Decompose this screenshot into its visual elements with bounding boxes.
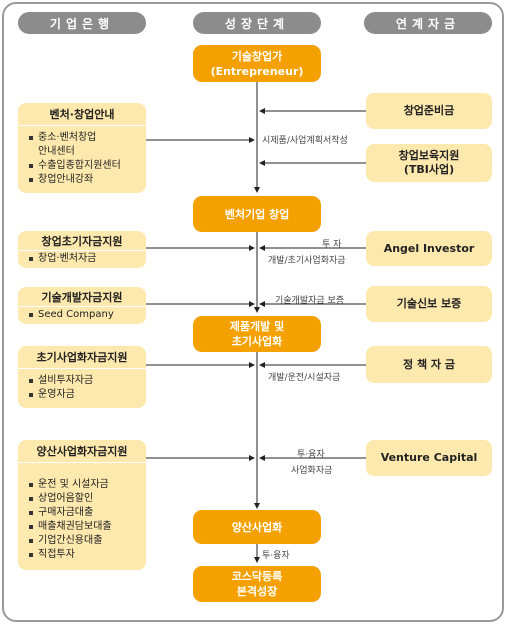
label-dev-early: 개발/초기사업화자금 — [268, 256, 346, 266]
list-item: 창업안내강좌 — [28, 173, 142, 187]
header-bank: 기업은행 — [18, 12, 146, 34]
list-item: 수출입종합지원센터 — [28, 159, 142, 173]
label-invest-loan: 투·융자 — [297, 450, 325, 460]
label-prototype: 시제품/사업계획서작성 — [262, 136, 348, 146]
list-item: Seed Company — [28, 308, 142, 322]
program-item-list: 중소·벤처창업 안내센터 수출입종합지원센터 창업안내강좌 — [28, 131, 142, 187]
list-item: 설비투자자금 — [28, 374, 142, 388]
program-tech-dev: 기술개발자금지원 Seed Company — [18, 287, 146, 324]
stage-venture-startup: 벤처기업 창업 — [193, 196, 321, 232]
list-item: 구매자금대출 — [28, 506, 142, 520]
list-item: 상업어음할인 — [28, 492, 142, 506]
fund-startup-prep: 창업준비금 — [366, 93, 492, 129]
program-title: 기술개발자금지원 — [18, 287, 146, 307]
program-item-list: 창업·벤처자금 — [28, 252, 142, 266]
list-item: 직접투자 — [28, 548, 142, 562]
program-item-list: 설비투자자금 운영자금 — [28, 374, 142, 402]
stage-entrepreneur: 기술창업가 (Entrepreneur) — [193, 45, 321, 82]
program-item-list: 운전 및 시설자금 상업어음할인 구매자금대출 매출채권담보대출 기업간신용대출… — [28, 478, 142, 562]
program-item-list: Seed Company — [28, 308, 142, 322]
label-dev-ops: 개발/운전/시설자금 — [268, 373, 341, 383]
list-item: 창업·벤처자금 — [28, 252, 142, 266]
list-item: 운영자금 — [28, 388, 142, 402]
list-item: 매출채권담보대출 — [28, 520, 142, 534]
stage-mass-production: 양산사업화 — [193, 510, 321, 544]
label-invest: 투 자 — [322, 240, 342, 250]
stage-kosdaq: 코스닥등록 본격성장 — [193, 566, 321, 602]
label-tech-guarantee-flow: 기술개발자금 보증 — [275, 296, 345, 306]
list-item: 기업간신용대출 — [28, 534, 142, 548]
fund-tech-guarantee: 기술신보 보증 — [366, 286, 492, 322]
program-title: 벤처·창업안내 — [18, 103, 146, 126]
program-title: 창업초기자금지원 — [18, 231, 146, 251]
program-early-commercial: 초기사업화자금지원 설비투자자금 운영자금 — [18, 346, 146, 408]
program-mass-commercial: 양산사업화자금지원 운전 및 시설자금 상업어음할인 구매자금대출 매출채권담보… — [18, 440, 146, 570]
program-title: 초기사업화자금지원 — [18, 346, 146, 369]
fund-incubation: 창업보육지원 (TBI사업) — [366, 144, 492, 182]
label-commercial-fund: 사업화자금 — [291, 466, 333, 476]
stage-product-development: 제품개발 및 초기사업화 — [193, 316, 321, 352]
program-title: 양산사업화자금지원 — [18, 440, 146, 463]
label-invest-loan-bottom: 투·융자 — [262, 551, 290, 561]
fund-venture-capital: Venture Capital — [366, 440, 492, 476]
header-funds: 연계자금 — [364, 12, 492, 34]
header-growth: 성장단계 — [193, 12, 321, 34]
fund-angel-investor: Angel Investor — [366, 231, 492, 266]
fund-policy: 정 책 자 금 — [366, 346, 492, 383]
program-venture-guide: 벤처·창업안내 중소·벤처창업 안내센터 수출입종합지원센터 창업안내강좌 — [18, 103, 146, 193]
program-startup-fund: 창업초기자금지원 창업·벤처자금 — [18, 231, 146, 268]
list-item: 중소·벤처창업 안내센터 — [28, 131, 142, 159]
list-item: 운전 및 시설자금 — [28, 478, 142, 492]
